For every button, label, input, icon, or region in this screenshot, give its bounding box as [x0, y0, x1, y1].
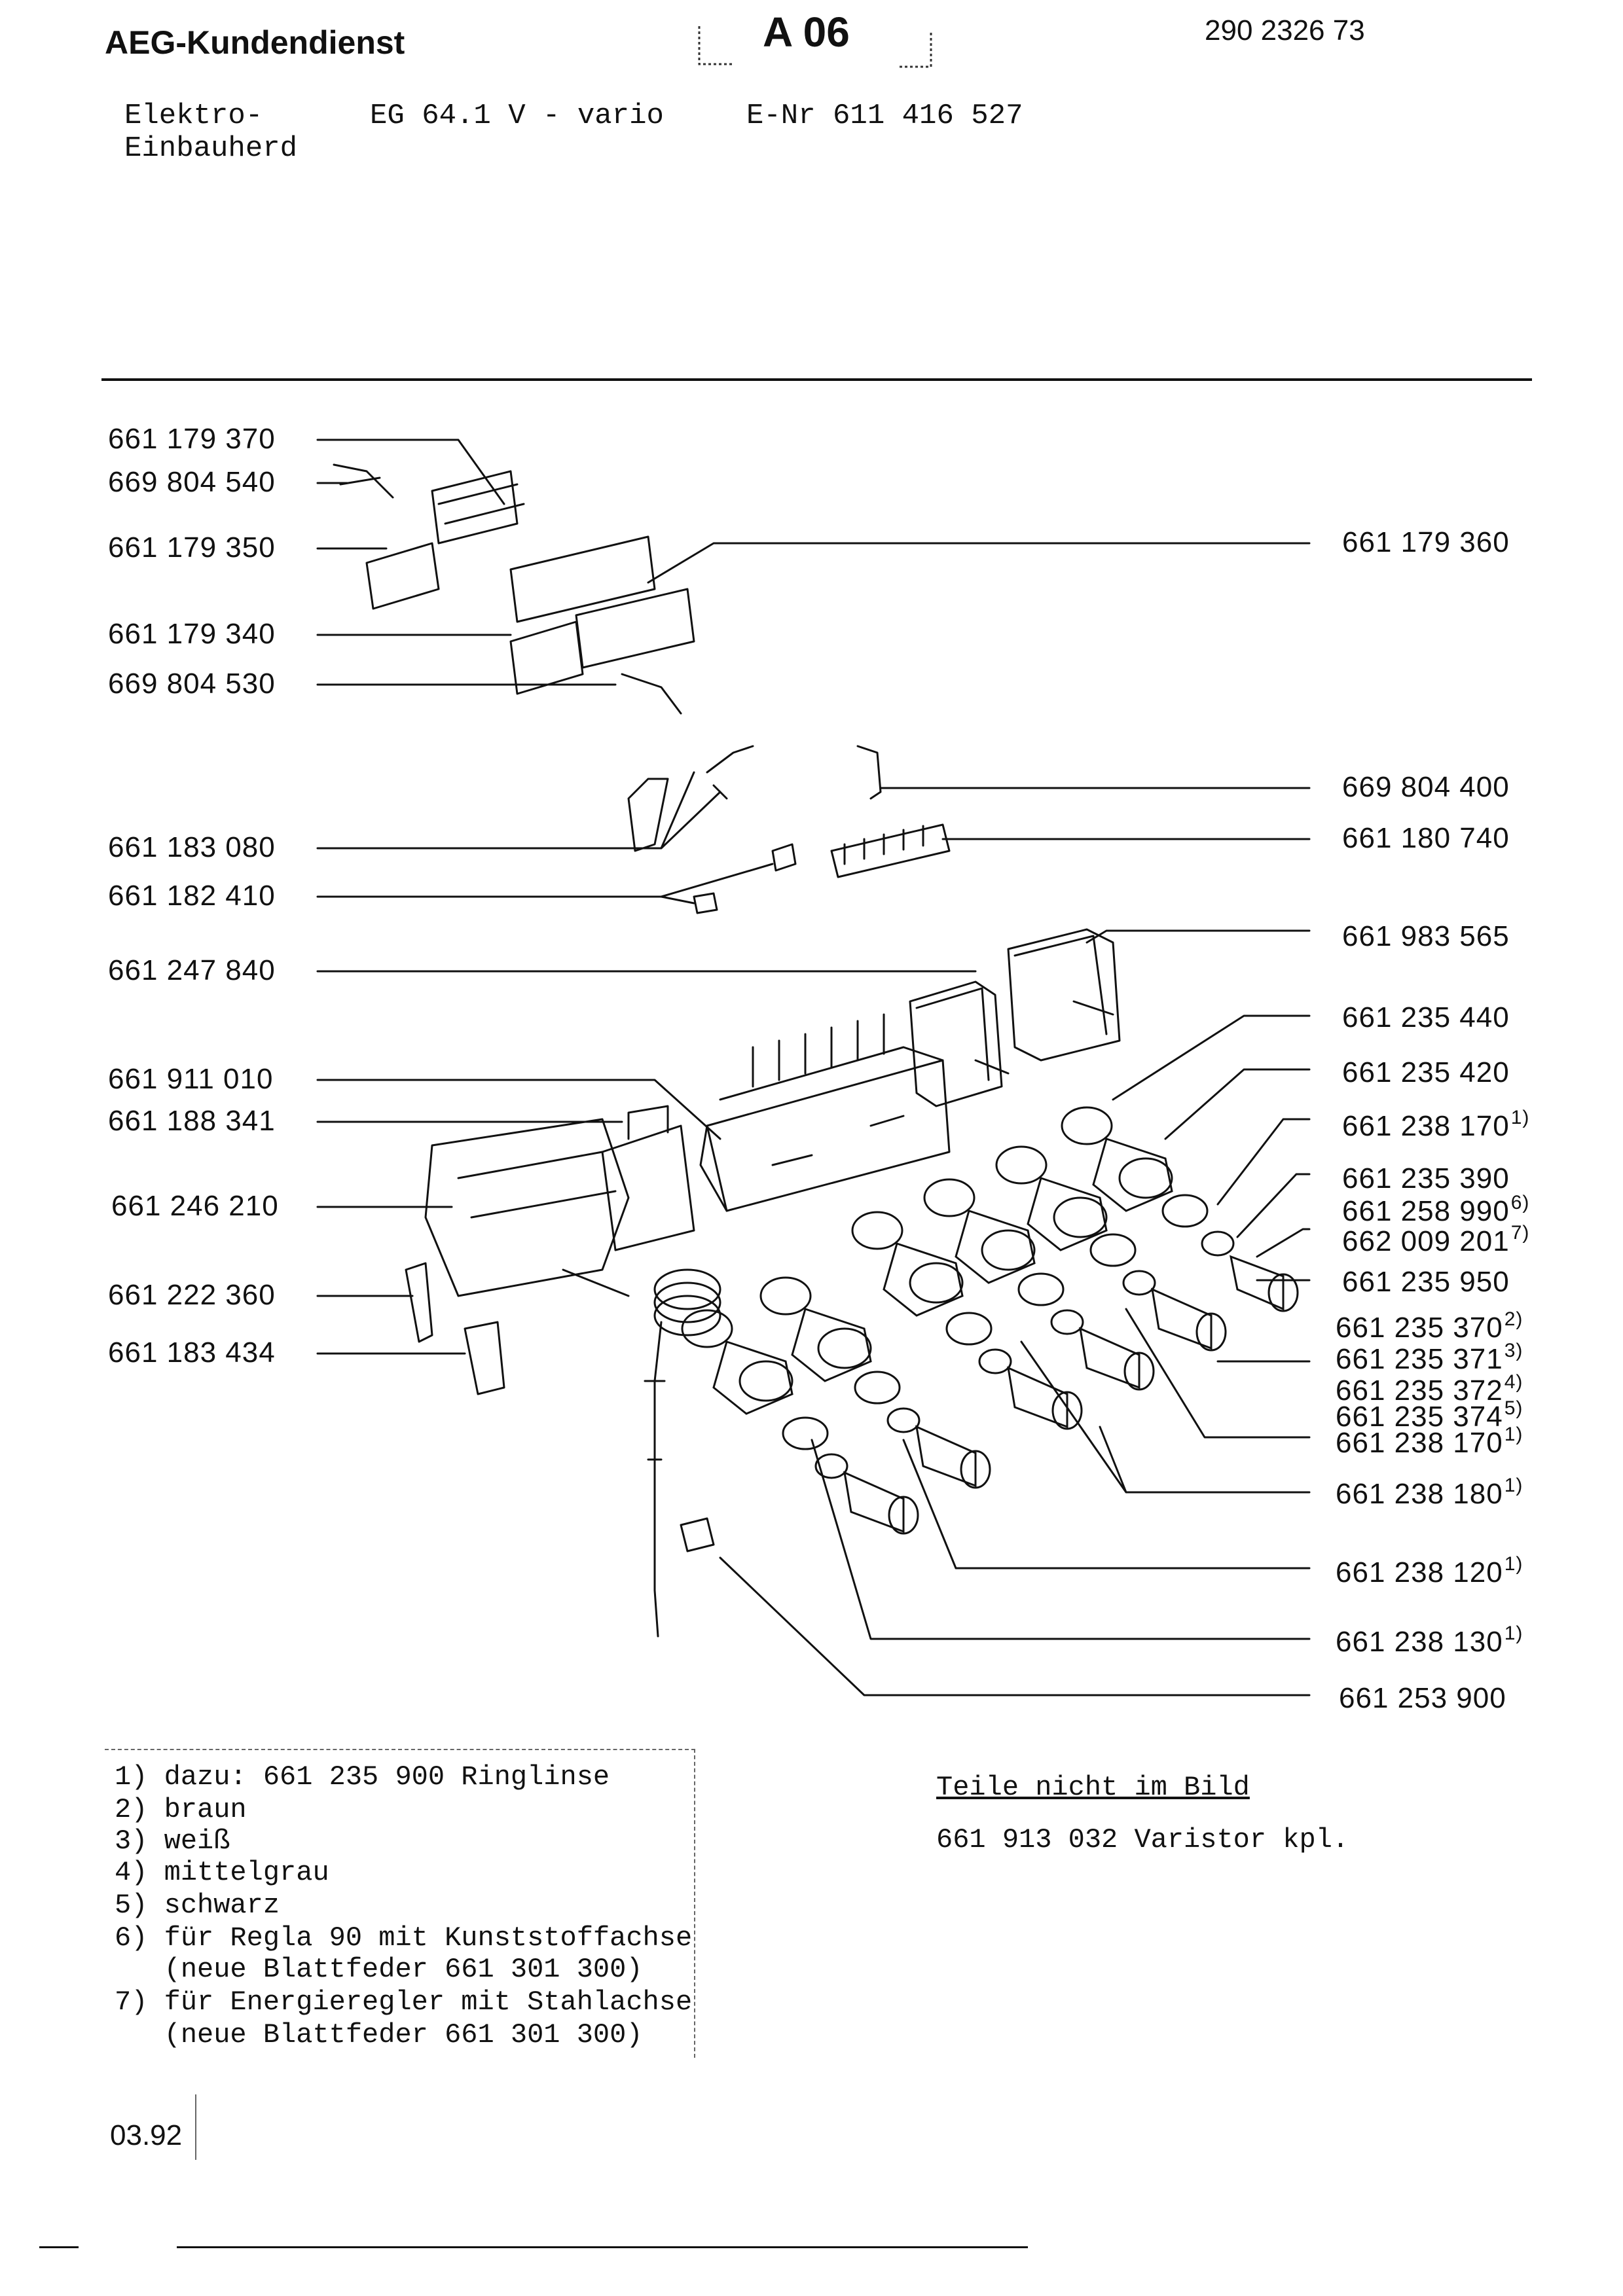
main-switch-housing: [706, 1059, 951, 1212]
part-number-label: 661 235 3713): [1336, 1340, 1523, 1375]
part-number-label: 669 804 530: [108, 668, 276, 700]
footer-rule: [177, 2246, 1028, 2248]
sheet-number: A 06: [763, 9, 850, 56]
part-number-label: 661 247 840: [108, 954, 276, 986]
part-number-label: 669 804 400: [1342, 771, 1510, 803]
ring-lens: [854, 1371, 921, 1433]
issue-date: 03.92: [110, 2119, 183, 2151]
sheet-bracket-decoration: [698, 26, 932, 68]
part-number-label: 661 183 434: [108, 1336, 276, 1369]
leader-line: [316, 771, 721, 850]
part-number-label: 661 179 360: [1342, 526, 1510, 558]
part-number-label: 661 179 350: [108, 531, 276, 564]
header-divider: [101, 378, 1532, 381]
part-number-label: 661 179 340: [108, 618, 276, 650]
control-knob: [1229, 1255, 1299, 1312]
knob-bezel: [759, 1276, 872, 1382]
leader-line: [811, 1439, 1311, 1640]
part-number-label: 661 238 1201): [1336, 1553, 1523, 1588]
part-number-label: 661 235 420: [1342, 1056, 1510, 1088]
part-number-label: 661 235 950: [1342, 1266, 1510, 1298]
part-number-label: 661 235 390: [1342, 1162, 1510, 1194]
ring-lens: [1089, 1233, 1156, 1296]
footnote-line: (neue Blattfeder 661 301 300): [115, 2019, 643, 2051]
part-number-label: 661 180 740: [1342, 822, 1510, 854]
part-number-label: 661 235 3724): [1336, 1371, 1523, 1407]
part-number-label: 661 258 9906): [1342, 1192, 1530, 1227]
product-type-line1: Elektro-: [124, 99, 263, 132]
footnote-line: (neue Blattfeder 661 301 300): [115, 1954, 643, 1985]
control-knob: [843, 1471, 919, 1535]
part-number-label: 669 804 540: [108, 466, 276, 498]
product-type-line2: Einbauherd: [124, 132, 298, 165]
footnote-line: 5) schwarz: [115, 1890, 280, 1921]
part-number-label: 661 235 3702): [1336, 1308, 1523, 1344]
footnote-line: 3) weiß: [115, 1825, 230, 1857]
knob-bezel: [851, 1211, 964, 1317]
e-number: E-Nr 611 416 527: [746, 99, 1023, 132]
leader-line: [647, 542, 1311, 584]
footer-rule-left: [39, 2246, 79, 2248]
part-number-label: 661 183 080: [108, 831, 276, 863]
control-knob: [1007, 1366, 1083, 1430]
part-number-label: 661 911 010: [108, 1063, 274, 1095]
leader-line: [1256, 1228, 1311, 1258]
terminal-assembly: [424, 1118, 630, 1297]
leader-line: [1112, 1014, 1311, 1101]
part-number-label: 661 983 565: [1342, 920, 1510, 952]
document-number: 290 2326 73: [1205, 14, 1365, 46]
thermostat: [601, 1124, 695, 1251]
part-number-label: 661 235 440: [1342, 1001, 1510, 1033]
leader-line: [1085, 929, 1311, 944]
footnote-line: 7) für Energieregler mit Stahlachse: [115, 1986, 693, 2018]
footnote-box: [105, 1749, 695, 2058]
knob-bezel: [1061, 1106, 1173, 1212]
document-title: AEG-Kundendienst: [105, 24, 405, 61]
footnote-line: 2) braun: [115, 1794, 247, 1825]
ring-lens: [945, 1312, 1012, 1374]
leader-line: [316, 1079, 721, 1140]
footnote-line: 4) mittelgrau: [115, 1857, 329, 1888]
leader-line: [1216, 1118, 1311, 1206]
exploded-view-diagram: [316, 439, 1311, 1696]
date-box-edge: [195, 2094, 196, 2160]
part-number-label: 662 009 2017): [1342, 1222, 1530, 1257]
knob-bezel: [923, 1178, 1036, 1284]
ring-lens: [782, 1416, 848, 1479]
leader-line: [1164, 1068, 1311, 1140]
control-knob: [1151, 1287, 1227, 1352]
part-number-label: 661 235 3745): [1336, 1397, 1523, 1433]
part-number-label: 661 238 1301): [1336, 1623, 1523, 1658]
part-number-label: 661 238 1801): [1336, 1475, 1523, 1510]
energy-regulator: [909, 980, 1003, 1107]
leader-line: [719, 1556, 1311, 1696]
part-number-label: 661 182 410: [108, 880, 276, 912]
energy-regulator: [1007, 928, 1121, 1062]
knob-bezel: [995, 1145, 1108, 1251]
ring-lens: [1017, 1272, 1084, 1335]
leader-line: [316, 439, 505, 505]
model-designation: EG 64.1 V - vario: [370, 99, 664, 132]
part-number-label: 661 253 900: [1339, 1682, 1506, 1714]
not-pictured-heading: Teile nicht im Bild: [936, 1772, 1250, 1803]
control-knob: [915, 1425, 991, 1489]
knob-bezel: [681, 1309, 793, 1415]
control-knob: [1079, 1327, 1155, 1391]
terminal-block-group: [333, 463, 695, 715]
ring-lens: [1161, 1194, 1235, 1257]
leader-line: [1125, 1308, 1311, 1439]
part-number-label: 661 188 341: [108, 1105, 276, 1137]
part-number-label: 661 179 370: [108, 423, 276, 455]
leader-line: [1020, 1340, 1311, 1494]
leader-line: [1236, 1173, 1311, 1238]
part-number-label: 661 246 210: [111, 1190, 279, 1222]
footnote-line: 6) für Regla 90 mit Kunststoffachse: [115, 1922, 693, 1954]
part-number-label: 661 222 360: [108, 1279, 276, 1311]
part-number-label: 661 238 1701): [1342, 1107, 1530, 1142]
not-pictured-item: 661 913 032 Varistor kpl.: [936, 1824, 1349, 1856]
leader-line: [316, 863, 774, 905]
footnote-line: 1) dazu: 661 235 900 Ringlinse: [115, 1761, 610, 1793]
leader-line: [902, 1439, 1311, 1570]
part-number-label: 661 238 1701): [1336, 1424, 1523, 1459]
